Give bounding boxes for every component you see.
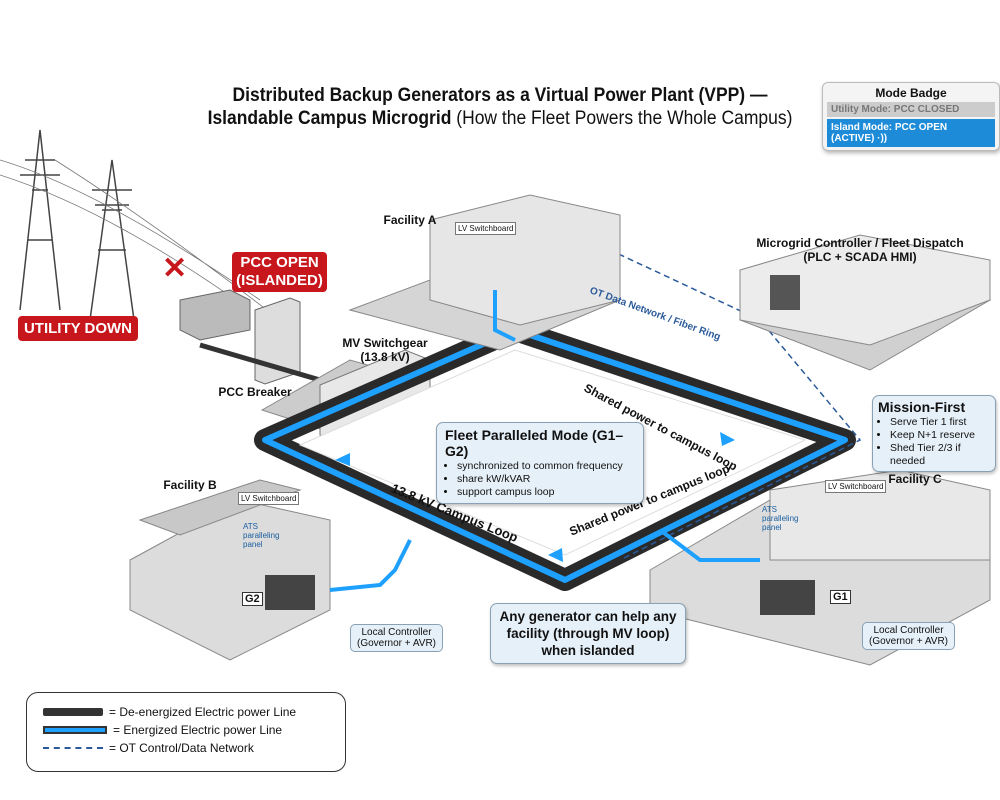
legend-label: = De-energized Electric power Line: [109, 705, 297, 719]
utility-down-banner: UTILITY DOWN: [18, 316, 138, 341]
facility-b-ats-label: ATS paralleling panel: [243, 522, 280, 549]
generator-g1-icon: [760, 580, 815, 615]
fleet-paralleled-callout: Fleet Paralleled Mode (G1–G2) synchroniz…: [436, 422, 644, 504]
generator-g2-label: G2: [242, 592, 263, 606]
page-title: Distributed Backup Generators as a Virtu…: [178, 84, 822, 130]
mission-bullet: Keep N+1 reserve: [890, 429, 990, 442]
mv-switchgear-line2: (13.8 kV): [360, 350, 410, 364]
any-generator-callout: Any generator can help any facility (thr…: [490, 603, 686, 664]
title-line1: Distributed Backup Generators as a Virtu…: [232, 85, 768, 106]
mv-switchgear-line1: MV Switchgear: [342, 336, 428, 350]
facility-a-label: Facility A: [383, 213, 437, 227]
title-line2-rest: (How the Fleet Powers the Whole Campus): [451, 108, 793, 129]
mode-badge: Mode Badge Utility Mode: PCC CLOSED Isla…: [822, 82, 1000, 151]
facility-c-controller: Local Controller (Governor + AVR): [862, 622, 956, 650]
facility-b-controller: Local Controller (Governor + AVR): [350, 624, 444, 652]
any-gen-line3: when islanded: [541, 643, 635, 658]
pcc-breaker-label: PCC Breaker: [218, 385, 292, 399]
controller-c-line2: (Governor + AVR): [869, 636, 949, 647]
campus-loop-energized: [262, 327, 848, 583]
legend-label: = Energized Electric power Line: [113, 723, 283, 737]
mode-badge-heading: Mode Badge: [875, 86, 947, 100]
mission-callout-heading: Mission-First: [878, 399, 966, 415]
title-line2-bold: Islandable Campus Microgrid: [207, 108, 452, 129]
facility-b-label: Facility B: [163, 478, 217, 492]
utility-feed-line: [199, 342, 321, 383]
legend-swatch: [43, 726, 107, 734]
mission-first-callout: Mission-First Serve Tier 1 first Keep N+…: [872, 395, 996, 472]
controller-label: Microgrid Controller / Fleet Dispatch (P…: [740, 236, 980, 264]
mv-switchgear-label: MV Switchgear (13.8 kV): [335, 336, 435, 364]
pcc-open-line2: (ISLANDED): [236, 272, 323, 289]
mission-bullet: Serve Tier 1 first: [890, 416, 990, 429]
mission-bullet: Shed Tier 2/3 if needed: [890, 442, 990, 468]
any-gen-line1: Any generator can help any: [499, 609, 677, 624]
facility-c-panel-label: LV Switchboard: [825, 480, 887, 493]
legend: = De-energized Electric power Line = Ene…: [26, 692, 346, 772]
controller-b-line2: (Governor + AVR): [357, 638, 437, 649]
controller-room: [738, 234, 992, 371]
transmission-tower-icon: [0, 129, 281, 321]
pcc-open-banner: PCC OPEN (ISLANDED): [232, 252, 327, 292]
legend-swatch: [43, 747, 103, 749]
utility-transformer: [179, 289, 251, 341]
legend-label: = OT Control/Data Network: [109, 741, 254, 755]
island-mode-option: Island Mode: PCC OPEN (ACTIVE) ·)): [827, 119, 995, 147]
fault-x-icon: ✕: [162, 252, 187, 285]
utility-mode-option: Utility Mode: PCC CLOSED: [827, 102, 995, 117]
fleet-bullet: support campus loop: [457, 486, 635, 499]
facility-c-label: Facility C: [888, 472, 942, 486]
controller-b-line1: Local Controller: [361, 627, 432, 638]
legend-item-network: = OT Control/Data Network: [43, 741, 254, 755]
flow-arrows: [335, 432, 735, 562]
facility-c-ats-label: ATS paralleling panel: [762, 505, 799, 532]
legend-swatch: [43, 708, 103, 716]
legend-item-deenergized: = De-energized Electric power Line: [43, 705, 296, 719]
controller-line2: (PLC + SCADA HMI): [803, 250, 917, 264]
fleet-bullet: synchronized to common frequency: [457, 460, 635, 473]
any-gen-line2: facility (through MV loop): [506, 626, 670, 641]
fleet-callout-heading: Fleet Paralleled Mode (G1–G2): [445, 427, 624, 459]
controller-c-line1: Local Controller: [873, 625, 944, 636]
fleet-bullet: share kW/kVAR: [457, 473, 635, 486]
generator-g1-label: G1: [830, 590, 851, 604]
pcc-open-line1: PCC OPEN: [240, 254, 319, 271]
facility-a-panel-label: LV Switchboard: [455, 222, 517, 235]
controller-line1: Microgrid Controller / Fleet Dispatch: [756, 236, 964, 250]
generator-g2-icon: [265, 575, 315, 610]
legend-item-energized: = Energized Electric power Line: [43, 723, 282, 737]
facility-b-panel-label: LV Switchboard: [238, 492, 300, 505]
